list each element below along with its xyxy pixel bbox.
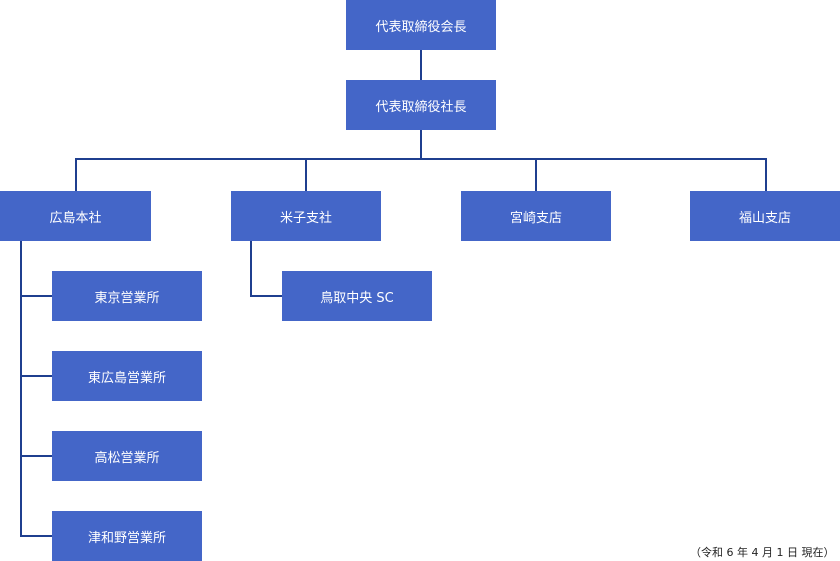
chairman-box: 代表取締役会長 — [346, 0, 496, 50]
president-box: 代表取締役社長 — [346, 80, 496, 130]
connector-president-down — [420, 130, 422, 160]
tottori-sc-box: 鳥取中央 SC — [282, 271, 432, 321]
connector-hiroshima — [75, 158, 77, 191]
miyazaki-branch-box: 宮崎支店 — [461, 191, 611, 241]
tokyo-office-box: 東京営業所 — [52, 271, 202, 321]
connector-miyazaki — [535, 158, 537, 191]
higashihiroshima-office-box: 東広島営業所 — [52, 351, 202, 401]
tsuwano-office-box: 津和野営業所 — [52, 511, 202, 561]
connector-higashihiroshima — [20, 375, 52, 377]
connector-fukuyama — [765, 158, 767, 191]
connector-tottori-sc — [250, 295, 282, 297]
connector-branches-horizontal — [75, 158, 767, 160]
fukuyama-branch-box: 福山支店 — [690, 191, 840, 241]
connector-chairman-president — [420, 50, 422, 80]
connector-yonago-sc-vertical — [250, 241, 252, 297]
connector-takamatsu — [20, 455, 52, 457]
connector-tokyo — [20, 295, 52, 297]
hiroshima-hq-box: 広島本社 — [0, 191, 151, 241]
takamatsu-office-box: 高松営業所 — [52, 431, 202, 481]
connector-tsuwano — [20, 535, 52, 537]
connector-yonago — [305, 158, 307, 191]
as-of-date-note: （令和 6 年 4 月 1 日 現在） — [690, 546, 835, 559]
yonago-branch-box: 米子支社 — [231, 191, 381, 241]
connector-hiroshima-offices-vertical — [20, 241, 22, 537]
